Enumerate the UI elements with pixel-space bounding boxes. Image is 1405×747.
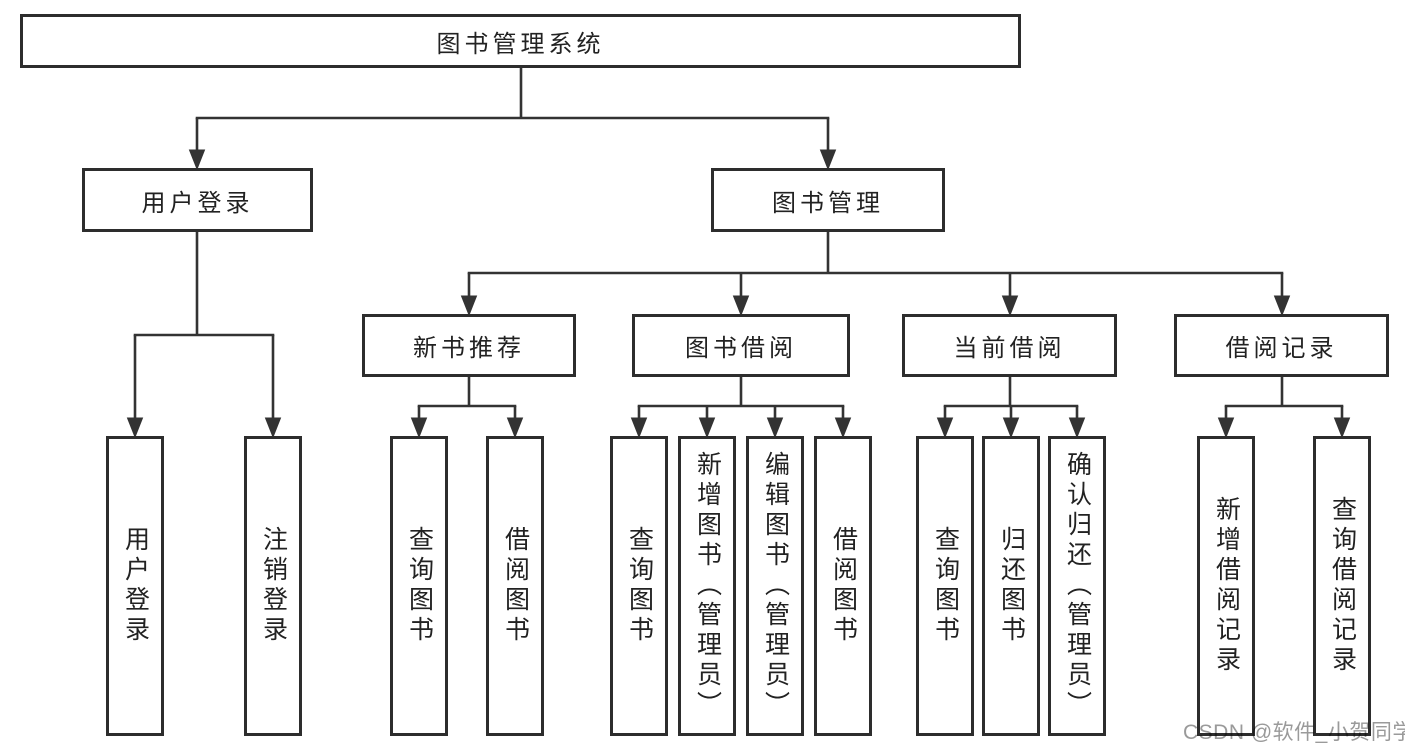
leaf-edit-books-admin: 编辑图书（管理员） — [746, 436, 804, 736]
leaf-return-books: 归还图书 — [982, 436, 1040, 736]
node-label: 注销登录 — [259, 526, 288, 646]
node-label: 查询借阅记录 — [1328, 496, 1357, 676]
node-label: 借阅图书 — [501, 526, 530, 646]
node-book-borrow: 图书借阅 — [632, 314, 850, 377]
node-label: 借阅记录 — [1225, 335, 1338, 362]
leaf-confirm-return-admin: 确认归还（管理员） — [1048, 436, 1106, 736]
connector-current-borrow-to-leaves — [936, 377, 1086, 439]
connector-root-to-level2 — [188, 68, 837, 171]
leaf-query-books-3: 查询图书 — [916, 436, 974, 736]
node-label: 图书管理系统 — [436, 30, 605, 58]
node-label: 图书借阅 — [685, 335, 797, 362]
node-label: 用户登录 — [121, 526, 150, 646]
node-label: 当前借阅 — [953, 335, 1066, 362]
node-label: 新增借阅记录 — [1212, 496, 1241, 676]
leaf-user-login: 用户登录 — [106, 436, 164, 736]
node-label: 用户登录 — [141, 189, 254, 217]
connector-borrow-records-to-leaves — [1217, 377, 1351, 439]
csdn-watermark: CSDN @软件_小贺同学 — [1183, 721, 1405, 744]
node-label: 新书推荐 — [413, 335, 525, 362]
connector-user-login-to-leaves — [126, 232, 282, 439]
node-library-management-system: 图书管理系统 — [20, 14, 1021, 68]
node-label: 确认归还（管理员） — [1063, 451, 1092, 721]
node-new-book-recommend: 新书推荐 — [362, 314, 576, 377]
leaf-query-borrow-record: 查询借阅记录 — [1313, 436, 1371, 736]
node-label: 查询图书 — [405, 526, 434, 646]
node-label: 查询图书 — [625, 526, 654, 646]
node-label: 图书管理 — [772, 189, 884, 217]
node-label: 借阅图书 — [829, 526, 858, 646]
leaf-add-books-admin: 新增图书（管理员） — [678, 436, 736, 736]
leaf-logout: 注销登录 — [244, 436, 302, 736]
leaf-borrow-books-2: 借阅图书 — [814, 436, 872, 736]
node-label: 查询图书 — [931, 526, 960, 646]
node-label: 归还图书 — [997, 526, 1026, 646]
node-label: 编辑图书（管理员） — [761, 451, 790, 721]
leaf-borrow-books-1: 借阅图书 — [486, 436, 544, 736]
node-label: 新增图书（管理员） — [693, 451, 722, 721]
connector-book-management-to-level3 — [460, 232, 1291, 317]
node-user-login: 用户登录 — [82, 168, 313, 232]
node-borrow-records: 借阅记录 — [1174, 314, 1389, 377]
connector-book-borrow-to-leaves — [630, 377, 852, 439]
node-current-borrow: 当前借阅 — [902, 314, 1117, 377]
connector-new-book-recommend-to-leaves — [410, 377, 524, 439]
leaf-add-borrow-record: 新增借阅记录 — [1197, 436, 1255, 736]
node-book-management: 图书管理 — [711, 168, 945, 232]
leaf-query-books-1: 查询图书 — [390, 436, 448, 736]
leaf-query-books-2: 查询图书 — [610, 436, 668, 736]
